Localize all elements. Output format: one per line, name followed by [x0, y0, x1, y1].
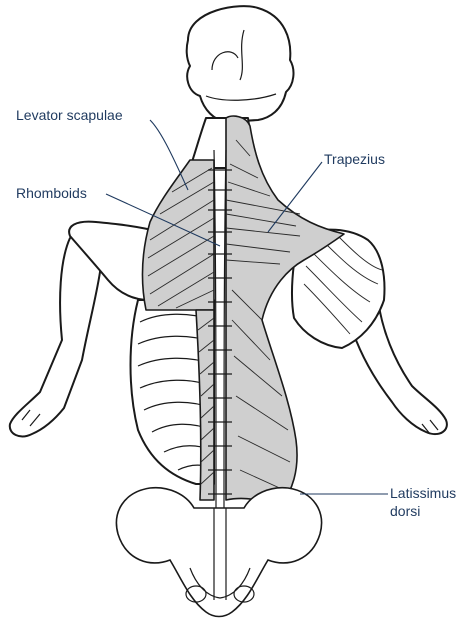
- pelvis-illustration: [116, 488, 321, 617]
- left-arm-illustration: [10, 232, 101, 436]
- label-trapezius: Trapezius: [324, 151, 385, 167]
- label-latissimus-dorsi-line2: dorsi: [390, 503, 420, 519]
- label-rhomboids: Rhomboids: [16, 185, 87, 201]
- skull-illustration: [187, 6, 294, 122]
- label-latissimus-dorsi-line1: Latissimus: [390, 485, 456, 501]
- left-back-muscles: [143, 160, 214, 310]
- label-levator-scapulae: Levator scapulae: [16, 107, 123, 123]
